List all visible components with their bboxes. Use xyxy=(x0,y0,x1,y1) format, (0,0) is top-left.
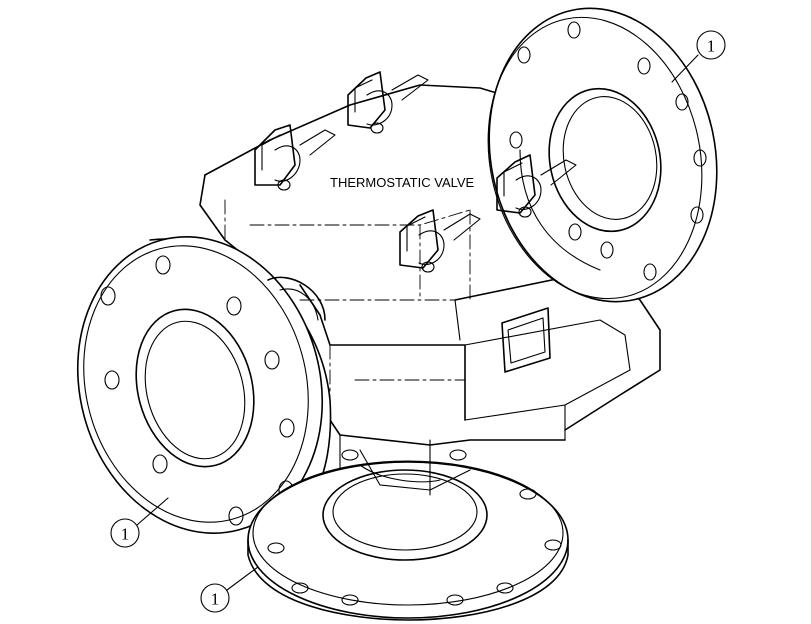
thermostat-element-3 xyxy=(496,154,577,218)
bolt-holes-top-right xyxy=(509,21,707,281)
component-label: THERMOSTATIC VALVE xyxy=(330,175,475,190)
callout-bottom-left: 1 xyxy=(110,497,169,548)
flange-bottom xyxy=(247,439,569,621)
callout-number: 1 xyxy=(121,525,130,544)
flange-top-right xyxy=(487,7,718,303)
bolt-holes-bottom xyxy=(267,449,562,606)
callout-number: 1 xyxy=(707,37,716,56)
callout-bottom: 1 xyxy=(200,566,259,613)
thermostat-element-4 xyxy=(399,209,481,273)
callout-top-right: 1 xyxy=(671,30,726,83)
callout-number: 1 xyxy=(211,590,220,609)
bolt-holes-left xyxy=(100,255,295,526)
thermostat-element-1 xyxy=(254,124,336,191)
thermostat-element-2 xyxy=(347,71,429,134)
